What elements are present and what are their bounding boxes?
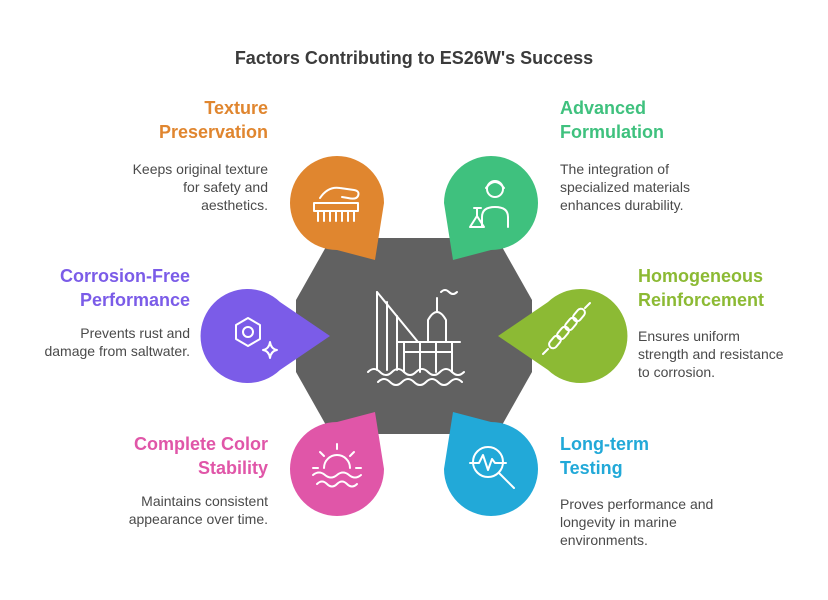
testing-heading-line2: Testing: [560, 458, 623, 478]
texture-description: Keeps original texture for safety and ae…: [60, 160, 268, 214]
corrosion-description: Prevents rust and damage from saltwater.: [10, 324, 190, 360]
corrosion-desc-line2: damage from saltwater.: [44, 343, 190, 359]
reinforcement-desc-line3: to corrosion.: [638, 364, 716, 380]
reinforcement-desc-line1: Ensures uniform: [638, 328, 740, 344]
formulation-desc-line3: enhances durability.: [560, 197, 684, 213]
texture-desc-line3: aesthetics.: [201, 197, 268, 213]
formulation-desc-line1: The integration of: [560, 161, 669, 177]
testing-desc-line3: environments.: [560, 532, 648, 548]
texture-heading: Texture Preservation: [60, 96, 268, 144]
diagram-title: Factors Contributing to ES26W's Success: [234, 48, 594, 68]
scientist-icon: [469, 180, 509, 228]
formulation-desc-line2: specialized materials: [560, 179, 690, 195]
color-stability-desc-line2: appearance over time.: [128, 511, 268, 527]
color-stability-heading: Complete Color Stability: [60, 432, 268, 480]
offshore-platform-icon: [367, 289, 465, 386]
chain-link-icon: [542, 302, 591, 355]
corrosion-heading-line2: Performance: [79, 290, 190, 310]
color-stability-desc-line1: Maintains consistent: [141, 493, 268, 509]
texture-desc-line1: Keeps original texture: [132, 161, 268, 177]
corrosion-desc-line1: Prevents rust and: [80, 325, 190, 341]
reinforcement-heading-line2: Reinforcement: [638, 290, 765, 310]
color-stability-heading-line1: Complete Color: [133, 434, 268, 454]
color-stability-teardrop: [290, 412, 384, 516]
reinforcement-heading: Homogeneous Reinforcement: [638, 264, 823, 312]
formulation-heading-line1: Advanced: [560, 98, 647, 118]
magnifier-pulse-icon: [469, 446, 515, 489]
sunset-waves-icon: [312, 443, 362, 488]
hex-nut-sparkle-icon: [235, 317, 278, 359]
reinforcement-desc-line2: strength and resistance: [638, 346, 784, 362]
formulation-heading: Advanced Formulation: [560, 96, 800, 144]
texture-desc-line2: for safety and: [183, 179, 268, 195]
formulation-heading-line2: Formulation: [560, 122, 664, 142]
color-stability-heading-line2: Stability: [197, 458, 268, 478]
texture-heading-line2: Preservation: [158, 122, 268, 142]
testing-desc-line1: Proves performance and: [560, 496, 714, 512]
corrosion-teardrop: [200, 289, 330, 383]
testing-description: Proves performance and longevity in mari…: [560, 495, 800, 549]
reinforcement-teardrop: [498, 289, 628, 383]
testing-heading: Long-term Testing: [560, 432, 800, 480]
testing-desc-line2: longevity in marine: [560, 514, 677, 530]
corrosion-heading: Corrosion-Free Performance: [10, 264, 190, 312]
brush-hand-icon: [313, 186, 360, 222]
reinforcement-heading-line1: Homogeneous: [638, 266, 764, 286]
color-stability-description: Maintains consistent appearance over tim…: [60, 492, 268, 528]
texture-heading-line1: Texture: [204, 98, 268, 118]
testing-heading-line1: Long-term: [560, 434, 649, 454]
reinforcement-description: Ensures uniform strength and resistance …: [638, 327, 823, 381]
corrosion-heading-line1: Corrosion-Free: [59, 266, 190, 286]
texture-teardrop: [290, 156, 384, 260]
formulation-description: The integration of specialized materials…: [560, 160, 800, 214]
